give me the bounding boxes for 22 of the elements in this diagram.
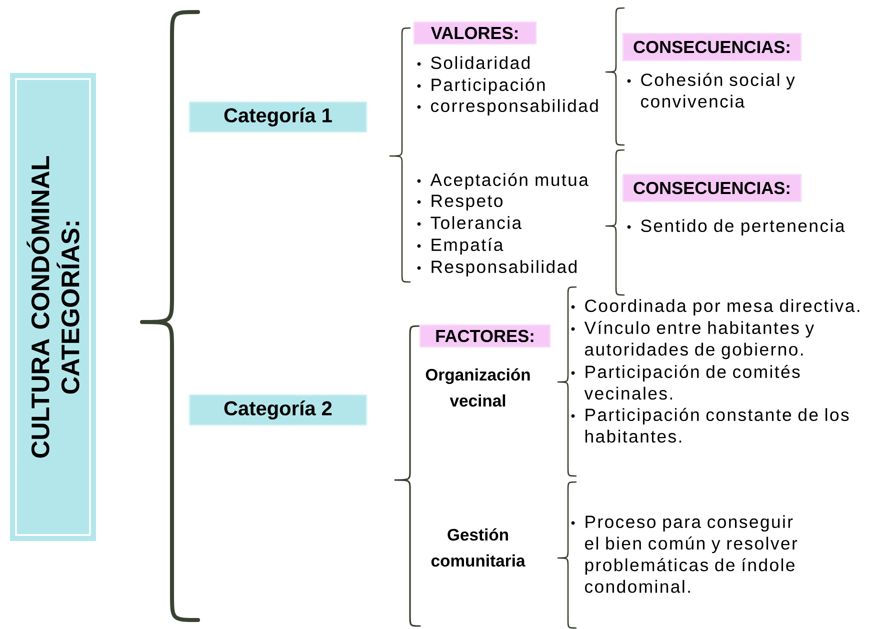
bullet-item: Proceso para conseguir el bien común y resolver problemáticas de índole condominal. <box>585 515 798 593</box>
category-box: Categoría 2 <box>188 394 368 426</box>
heading-box: CONSECUENCIAS: <box>622 32 802 62</box>
bullet-item: Participación <box>432 78 545 95</box>
heading-box: VALORES: <box>413 21 537 45</box>
bullet-item: Tolerancia <box>430 216 522 230</box>
bullet-item: Vínculo entre habitantes y autoridades de gobierno. <box>584 320 814 360</box>
factor-label: Organización vecinal <box>426 368 530 407</box>
title-box: CULTURA CONDÓMINAL CATEGORÍAS: <box>10 73 96 541</box>
bullet-item: Sentido de pertenencia <box>641 219 845 236</box>
factor-label: Gestión comunitaria <box>431 528 526 567</box>
bullet-item: Participación de comités vecinales. <box>584 364 800 400</box>
bullet-item: Coordinada por mesa directiva. <box>585 299 860 316</box>
heading-box: FACTORES: <box>419 324 551 348</box>
category-box: Categoría 1 <box>188 101 368 133</box>
bullet-item: Respeto <box>432 194 502 211</box>
bullet-item: Empatía <box>432 238 504 255</box>
bullet-item: corresponsabilidad <box>431 99 598 116</box>
bullet-item: Responsabilidad <box>432 260 576 277</box>
bullet-item: Aceptación mutua <box>430 172 588 190</box>
bullet-item: Participación constante de los habitantes. <box>586 408 849 443</box>
heading-box: CONSECUENCIAS: <box>622 174 802 202</box>
